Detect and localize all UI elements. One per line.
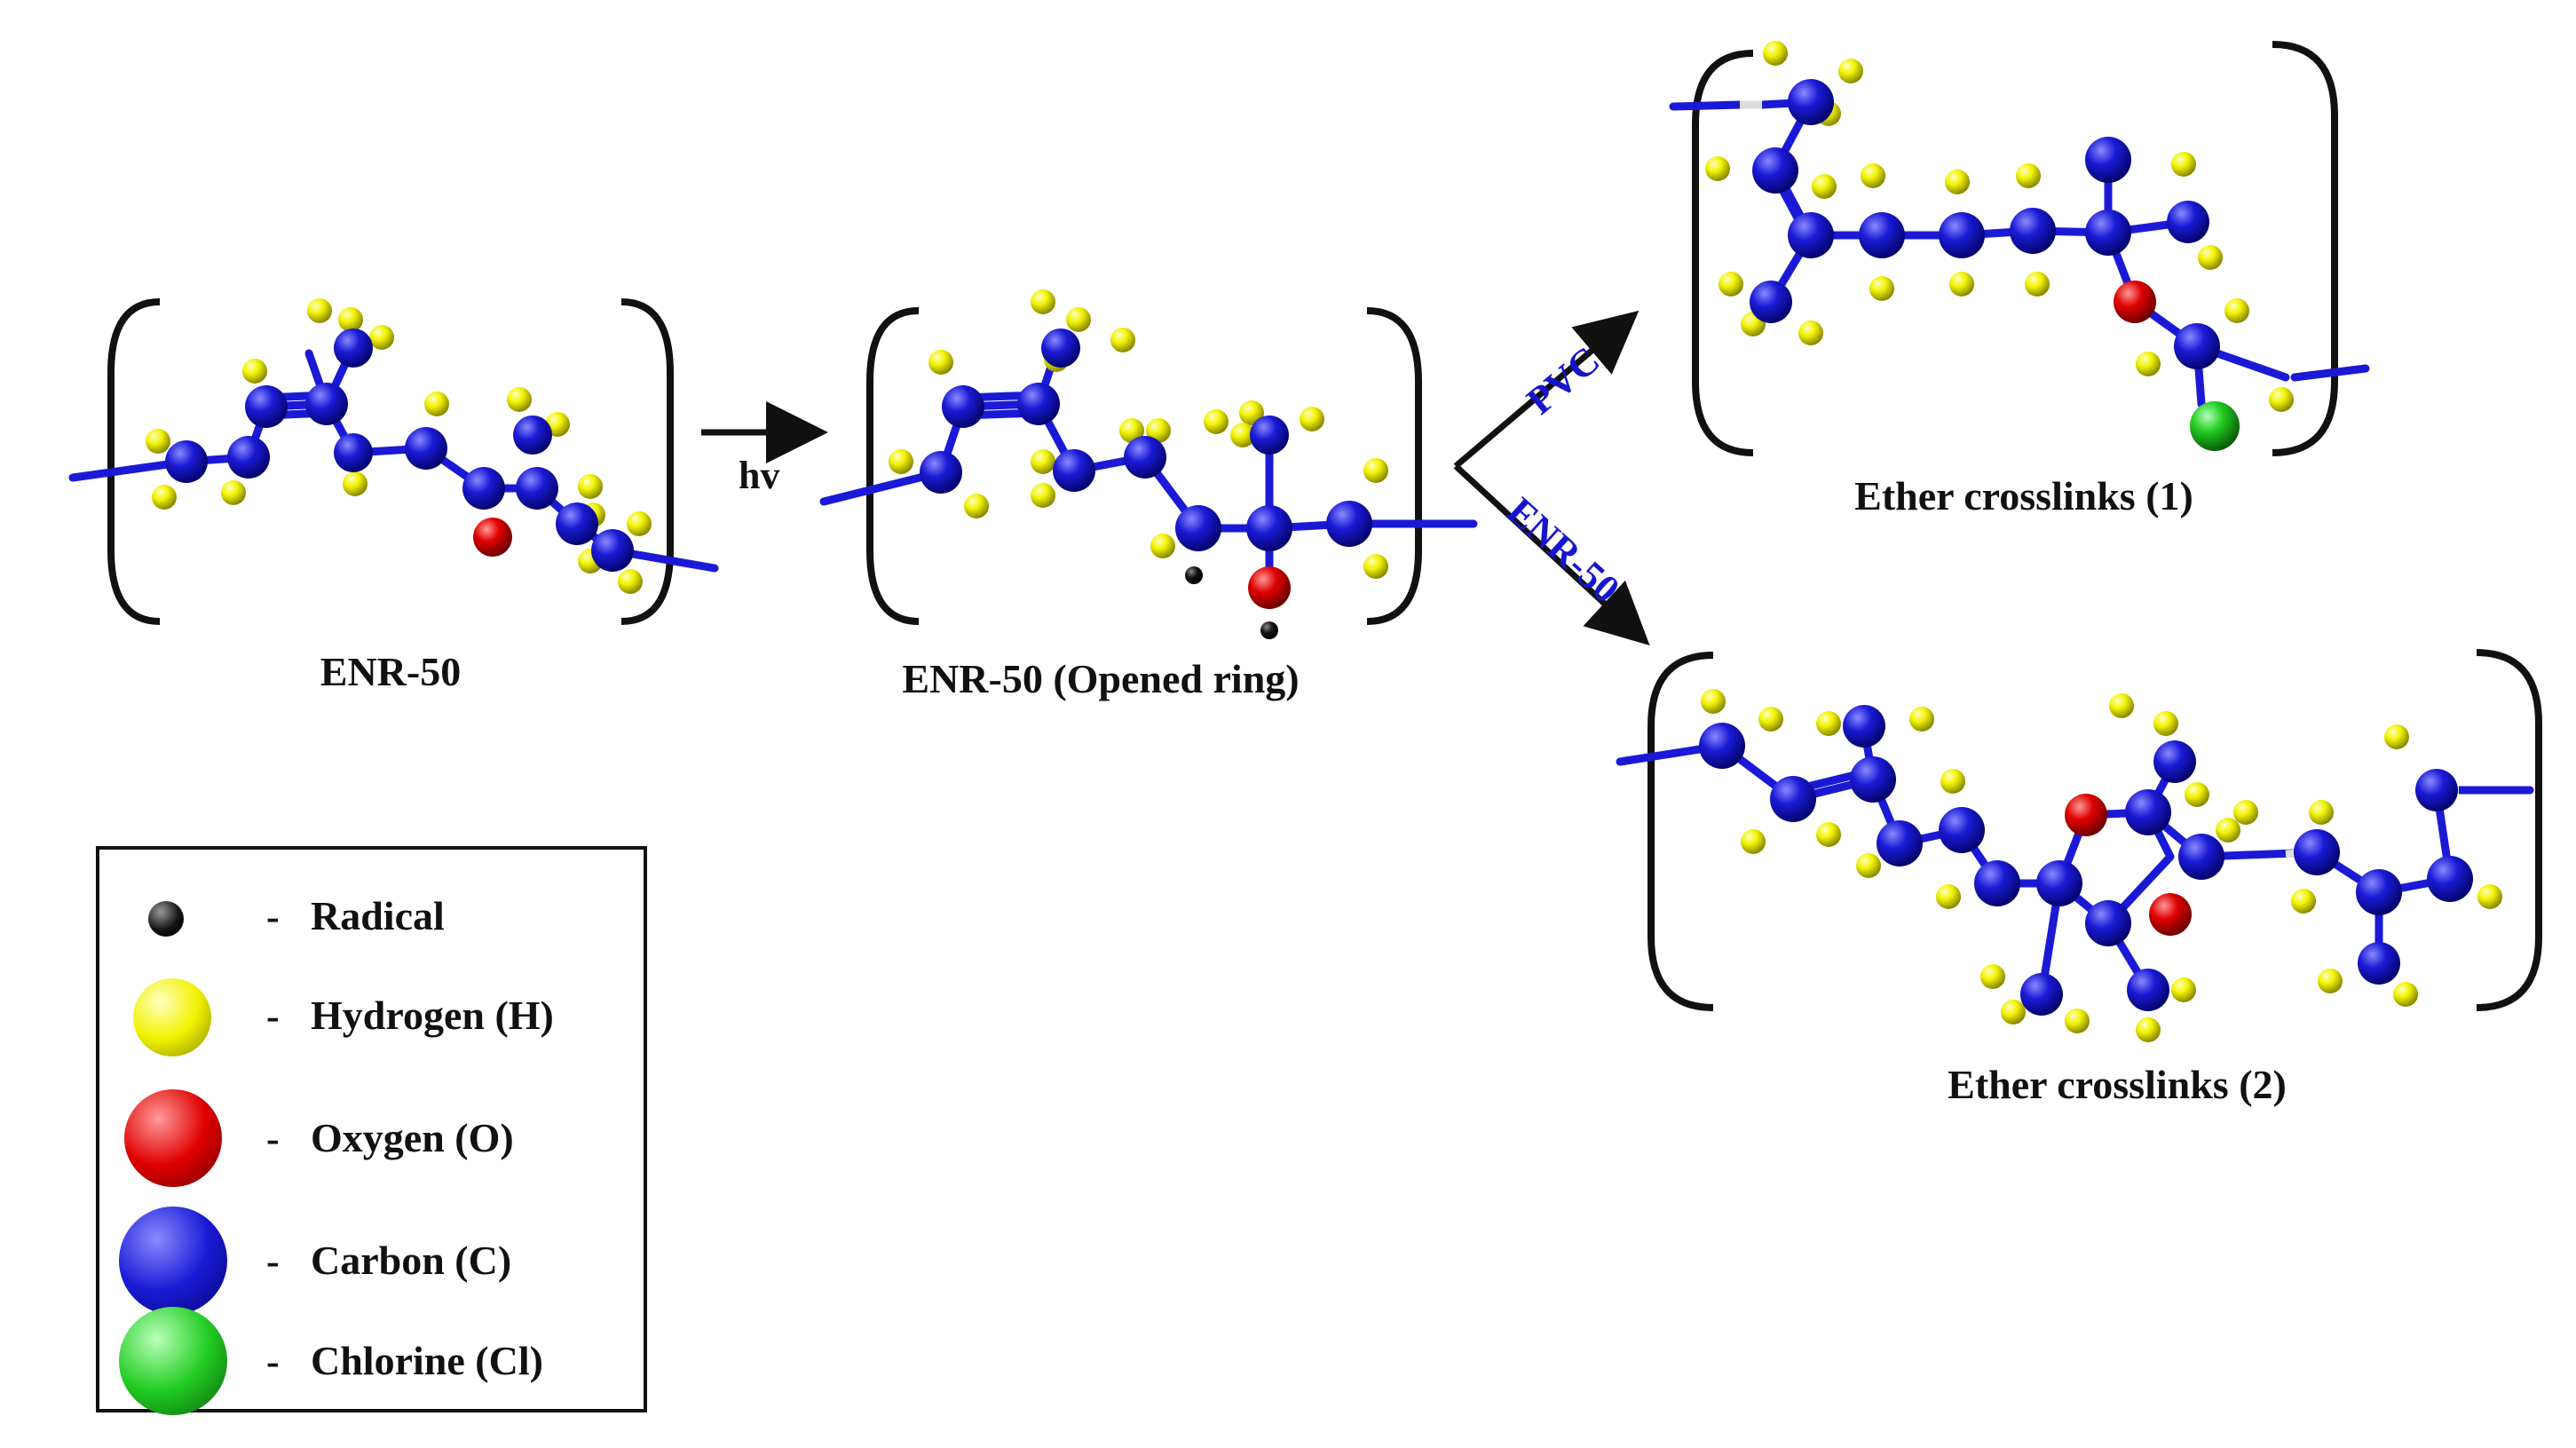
bracket-left [866, 307, 920, 625]
arrow-pvc [1453, 310, 1640, 469]
legend-item-carbon: - Carbon (C) [99, 1207, 644, 1315]
legend-item-oxygen: - Oxygen (O) [99, 1089, 644, 1196]
legend-item-hydrogen: - Hydrogen (H) [99, 974, 644, 1080]
legend-label: Oxygen (O) [311, 1115, 514, 1160]
radical-dot [1185, 566, 1203, 584]
molecule-enr50 [68, 298, 719, 625]
bracket-right [2476, 649, 2542, 1011]
arrow-label-hv: hv [739, 454, 780, 497]
legend-dash: - [266, 1117, 280, 1160]
legend-label: Hydrogen (H) [311, 993, 554, 1038]
radical-dot [1260, 621, 1278, 639]
legend-item-chlorine: - Chlorine (Cl) [99, 1307, 644, 1415]
legend-label: Carbon (C) [311, 1238, 512, 1283]
bracket-left [1692, 50, 1754, 456]
caption-opened-ring: ENR-50 (Opened ring) [902, 656, 1300, 701]
molecule-ether-crosslinks-2 [1616, 649, 2542, 1042]
bracket-left [107, 298, 161, 625]
legend-dash: - [266, 1340, 280, 1383]
bracket-right [1366, 307, 1422, 625]
chlorine-sphere-icon [119, 1307, 227, 1415]
radical-dot-icon [148, 901, 184, 937]
molecule-opened-ring [819, 289, 1478, 639]
oxygen-sphere-icon [124, 1089, 222, 1187]
caption-ether-crosslinks-2: Ether crosslinks (2) [1948, 1062, 2287, 1107]
carbon-sphere-icon [119, 1207, 227, 1315]
molecule-ether-crosslinks-1 [1669, 41, 2370, 456]
legend-dash: - [266, 1239, 280, 1283]
bracket-right [620, 298, 674, 625]
bracket-right [2272, 41, 2338, 456]
caption-enr50: ENR-50 [320, 649, 462, 694]
legend-item-radical: - Radical [99, 874, 644, 981]
caption-ether-crosslinks-1: Ether crosslinks (1) [1854, 473, 2193, 518]
arrow-enr50 [1453, 463, 1650, 646]
legend-label: Radical [311, 893, 445, 938]
legend-label: Chlorine (Cl) [311, 1338, 543, 1383]
hydrogen-sphere-icon [133, 978, 211, 1056]
legend-dash: - [266, 994, 280, 1038]
bracket-left [1648, 652, 1714, 1011]
legend: - Radical - Hydrogen (H) - Oxygen (O) - … [96, 846, 647, 1415]
legend-dash: - [266, 895, 280, 938]
